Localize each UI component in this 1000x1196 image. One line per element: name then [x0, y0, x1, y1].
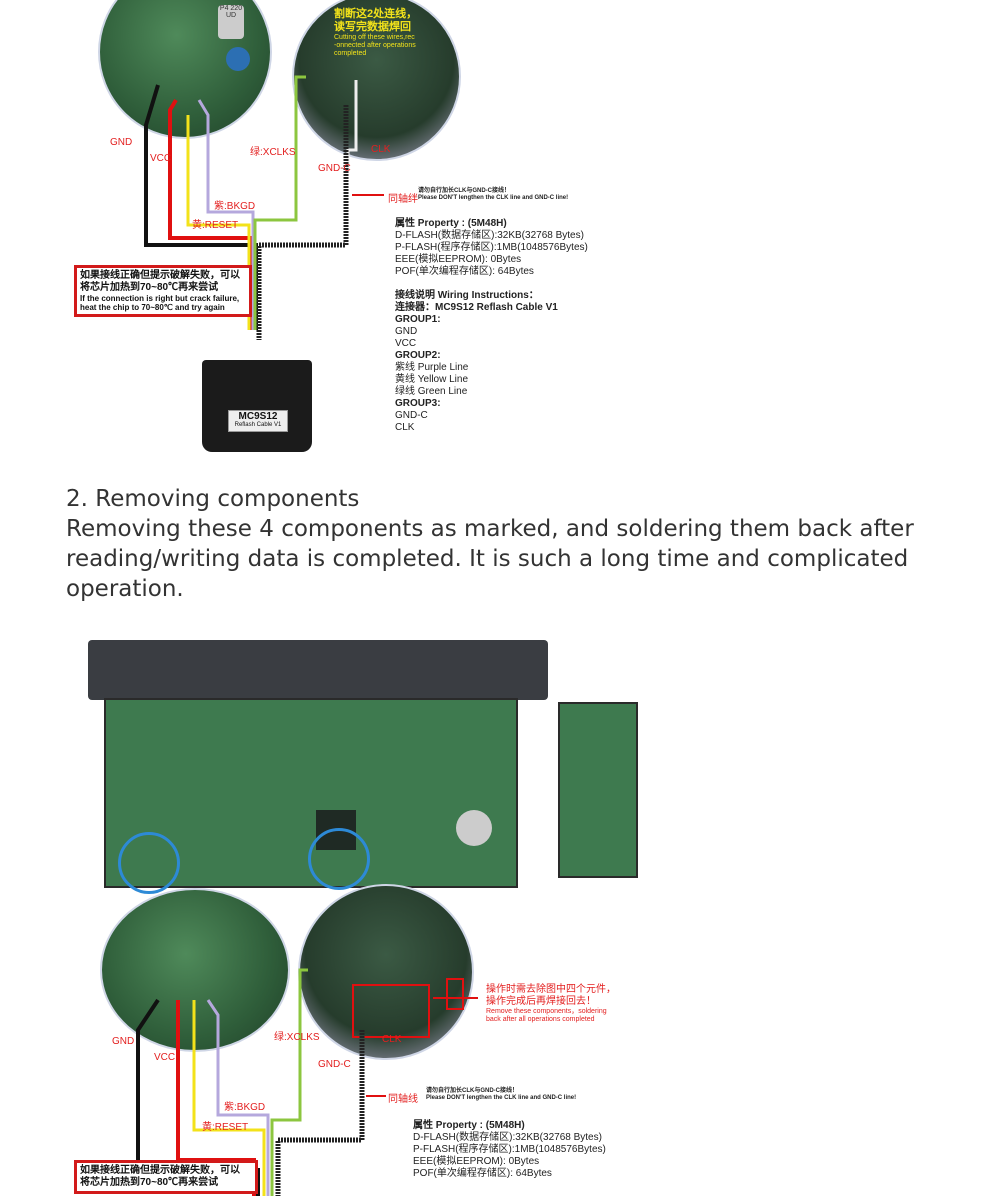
capacitor: P4 220 UD	[218, 5, 244, 39]
reset-label: 黄:RESET	[202, 1122, 249, 1133]
coax-note: 请勿自行加长CLK与GND-C接线！Please DON'T lengthen …	[418, 188, 569, 201]
section-heading: 2. Removing components	[66, 486, 360, 512]
heat-warning-box: 如果接线正确但提示破解失败，可以将芯片加热到70~80℃再来尝试	[74, 1160, 258, 1194]
xclks-label: 绿:XCLKS	[274, 1032, 320, 1043]
vcc-label: VCC	[150, 153, 172, 164]
bkgd-label: 紫:BKGD	[224, 1102, 266, 1113]
bkgd-wire	[206, 999, 270, 1196]
gnd-c-label: GND-C	[318, 1059, 351, 1070]
ecu-side-board	[558, 702, 638, 878]
blue-capacitor	[226, 47, 250, 71]
ecu-components-figure: GND VCC 绿:XCLKS 紫:BKGD 黄:RESET CLK GND-C…	[68, 610, 646, 1196]
clk-label: CLK	[382, 1034, 402, 1045]
reset-label: 黄:RESET	[192, 220, 239, 231]
xclks-wire	[270, 968, 308, 1196]
coax-label: 同轴线	[388, 1094, 418, 1105]
pcb-zoom-circle-right	[298, 884, 474, 1060]
cut-wires-note: 割断这2处连线，读写完数据焊回 Cutting off these wires,…	[334, 8, 418, 57]
coax-wire	[275, 1030, 365, 1196]
ecu-connector-housing	[88, 640, 548, 700]
bkgd-wire	[197, 99, 255, 330]
property-block: 属性 Property : (5M48H) D-FLASH(数据存储区):32K…	[413, 1120, 606, 1179]
property-block: 属性 Property : (5M48H) D-FLASH(数据存储区):32K…	[395, 218, 588, 277]
component-marker	[446, 978, 464, 1010]
clk-label: CLK	[371, 144, 391, 155]
gnd-label: GND	[112, 1036, 135, 1047]
capacitor	[456, 810, 492, 846]
xclks-wire	[253, 75, 306, 330]
clk-wire	[346, 80, 358, 170]
pcb-zoom-circle-left: P4 220 UD	[98, 0, 272, 139]
marker-circle-right	[308, 828, 370, 890]
marker-circle-left	[118, 832, 180, 894]
pcb-zoom-circle-right: 割断这2处连线，读写完数据焊回 Cutting off these wires,…	[292, 0, 461, 161]
reset-wire	[192, 1000, 266, 1196]
coax-wire	[256, 105, 349, 340]
wiring-diagram-figure: P4 220 UD 割断这2处连线，读写完数据焊回 Cutting off th…	[66, 0, 616, 473]
heat-warning-box: 如果接线正确但提示破解失败，可以将芯片加热到70~80℃再来尝试 If the …	[74, 265, 252, 317]
coax-label: 同轴绊	[388, 194, 418, 205]
gnd-label: GND	[110, 137, 133, 148]
gnd-c-label: GND-C	[318, 163, 351, 174]
xclks-label: 绿:XCLKS	[250, 147, 296, 158]
coax-note: 请勿自行加长CLK与GND-C接线！Please DON'T lengthen …	[426, 1088, 577, 1101]
wiring-instructions: 接线说明 Wiring Instructions： 连接器：MC9S12 Ref…	[395, 290, 558, 433]
component-marker	[352, 984, 430, 1038]
section-body: Removing these 4 components as marked, a…	[66, 516, 914, 602]
vcc-label: VCC	[154, 1052, 176, 1063]
wires	[136, 968, 478, 1196]
remove-components-note: 操作时需去除图中四个元件，操作完成后再焊接回去！ Remove these co…	[486, 984, 616, 1023]
bkgd-label: 紫:BKGD	[214, 201, 256, 212]
